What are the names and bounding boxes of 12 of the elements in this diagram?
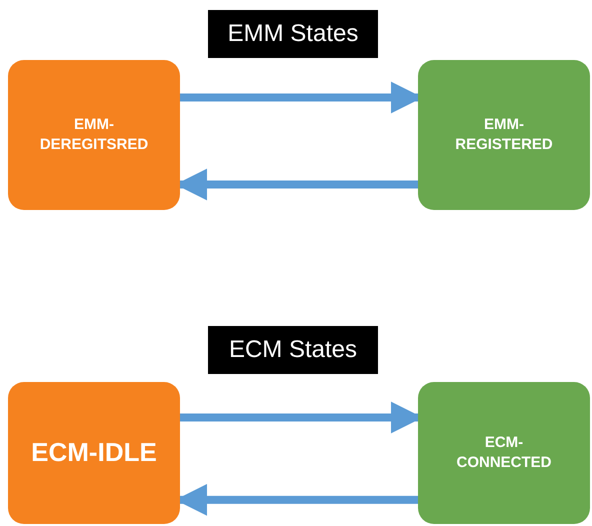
state-label: EMM- REGISTERED — [454, 114, 554, 155]
state-box — [8, 60, 180, 210]
state-box — [8, 382, 180, 524]
heading: EMM States — [228, 18, 358, 49]
state-label: ECM-IDLE — [31, 436, 157, 470]
state-label: ECM- CONNECTED — [455, 432, 552, 473]
state-box — [418, 382, 590, 524]
state-box — [418, 60, 590, 210]
state-label: EMM- DEREGITSRED — [38, 114, 150, 155]
heading: ECM States — [228, 334, 358, 365]
heading-box — [208, 10, 378, 58]
heading-box — [208, 326, 378, 374]
